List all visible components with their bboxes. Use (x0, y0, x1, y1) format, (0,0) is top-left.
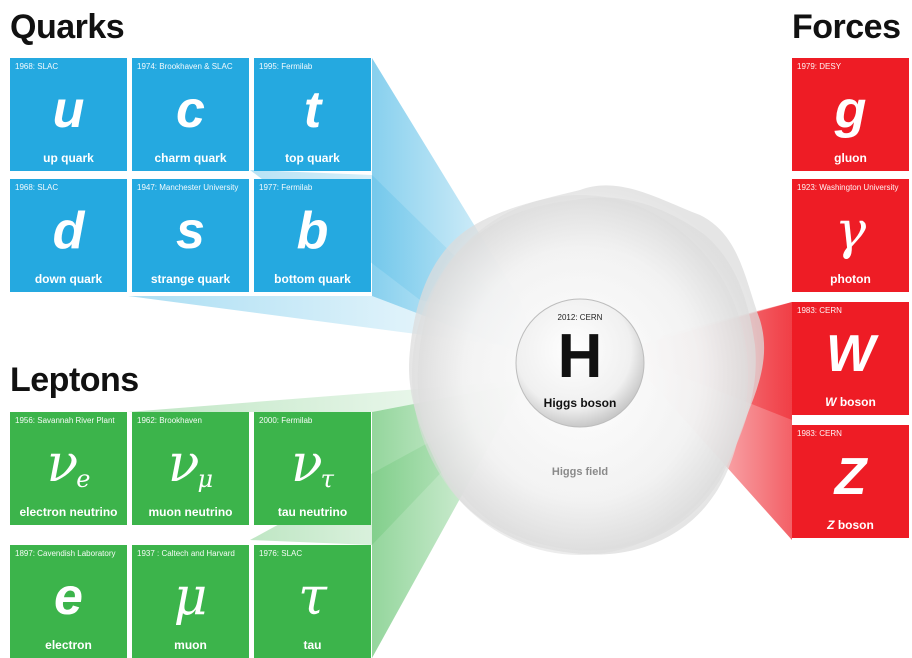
particle-name: up quark (43, 151, 94, 165)
symbol-main: ν (291, 434, 323, 494)
particle-name: photon (830, 272, 871, 286)
tile-z-boson: 1983: CERN Z Z boson (792, 425, 909, 538)
particle-name: tau (303, 638, 322, 652)
particle-symbol: ντ (254, 438, 371, 493)
discovery-label: 1956: Savannah River Plant (15, 416, 115, 425)
particle-name: electron neutrino (19, 505, 118, 519)
tile-muon-neutrino: 1962: Brookhaven νμ muon neutrino (132, 412, 249, 525)
discovery-label: 1923: Washington University (797, 183, 899, 192)
discovery-label: 1937 : Caltech and Harvard (137, 549, 235, 558)
tile-bottom-quark: 1977: Fermilab b bottom quark (254, 179, 371, 292)
particle-name: strange quark (150, 272, 231, 286)
heading-quarks: Quarks (10, 8, 125, 46)
discovery-label: 1977: Fermilab (259, 183, 313, 192)
higgs-name: Higgs boson (543, 396, 617, 410)
tile-tau-neutrino: 2000: Fermilab ντ tau neutrino (254, 412, 371, 525)
higgs-symbol: H (557, 322, 603, 391)
particle-name: muon (174, 638, 207, 652)
particle-symbol: e (54, 568, 83, 626)
higgs-discovery-label: 2012: CERN (557, 313, 603, 322)
tile-electron-neutrino: 1956: Savannah River Plant νe electron n… (10, 412, 127, 525)
particle-symbol: γ (834, 201, 867, 261)
lepton-beam (372, 380, 540, 658)
tile-down-quark: 1968: SLAC d down quark (10, 179, 127, 292)
symbol-main: ν (46, 434, 79, 494)
particle-symbol: νμ (132, 438, 249, 493)
heading-forces: Forces (792, 8, 901, 46)
particle-name: gluon (834, 151, 867, 165)
particle-name: Z boson (792, 518, 909, 532)
particle-symbol: t (303, 81, 322, 139)
discovery-label: 1947: Manchester University (137, 183, 239, 192)
discovery-label: 1995: Fermilab (259, 62, 313, 71)
higgs-core (515, 298, 645, 428)
name-symbol: Z (827, 518, 835, 532)
particle-name: electron (45, 638, 92, 652)
name-symbol: W (825, 395, 837, 409)
tile-w-boson: 1983: CERN W W boson (792, 302, 909, 415)
particle-name: W boson (792, 395, 909, 409)
discovery-label: 1983: CERN (797, 306, 842, 315)
heading-leptons: Leptons (10, 361, 139, 399)
particle-name: down quark (34, 272, 103, 286)
discovery-label: 1983: CERN (797, 429, 842, 438)
symbol-subscript: τ (320, 465, 334, 493)
tile-top-quark: 1995: Fermilab t top quark (254, 58, 371, 171)
particle-symbol: c (176, 81, 205, 139)
tile-strange-quark: 1947: Manchester University s strange qu… (132, 179, 249, 292)
discovery-label: 1979: DESY (797, 62, 842, 71)
tile-charm-quark: 1974: Brookhaven & SLAC c charm quark (132, 58, 249, 171)
tile-photon: 1923: Washington University γ photon (792, 179, 909, 292)
symbol-main: ν (167, 434, 200, 494)
discovery-label: 2000: Fermilab (259, 416, 313, 425)
particle-symbol: μ (173, 567, 208, 627)
tile-up-quark: 1968: SLAC u up quark (10, 58, 127, 171)
symbol-subscript: e (76, 465, 91, 493)
tile-muon: 1937 : Caltech and Harvard μ muon (132, 545, 249, 658)
tile-gluon: 1979: DESY g gluon (792, 58, 909, 171)
name-text: boson (834, 518, 874, 532)
discovery-label: 1968: SLAC (15, 62, 59, 71)
discovery-label: 1976: SLAC (259, 549, 303, 558)
particle-symbol: τ (298, 567, 327, 627)
particle-symbol: W (825, 325, 876, 383)
symbol-subscript: μ (197, 465, 214, 493)
discovery-label: 1968: SLAC (15, 183, 59, 192)
name-text: boson (836, 395, 876, 409)
particle-name: muon neutrino (148, 505, 233, 519)
tile-tau: 1976: SLAC τ tau (254, 545, 371, 658)
particle-name: tau neutrino (277, 505, 348, 519)
tile-electron: 1897: Cavendish Laboratory e electron (10, 545, 127, 658)
particle-symbol: g (834, 81, 867, 139)
particle-symbol: u (52, 81, 85, 139)
particle-name: charm quark (154, 151, 227, 165)
particle-name: top quark (285, 151, 340, 165)
particle-symbol: d (52, 202, 85, 260)
particle-name: bottom quark (274, 272, 351, 286)
discovery-label: 1962: Brookhaven (137, 416, 202, 425)
particle-symbol: νe (10, 438, 127, 493)
higgs-field-label: Higgs field (551, 466, 609, 478)
quark-beam (128, 296, 540, 360)
particle-symbol: s (176, 202, 205, 260)
discovery-label: 1974: Brookhaven & SLAC (137, 62, 233, 71)
discovery-label: 1897: Cavendish Laboratory (15, 549, 116, 558)
particle-symbol: b (296, 202, 329, 260)
particle-symbol: Z (834, 448, 867, 506)
